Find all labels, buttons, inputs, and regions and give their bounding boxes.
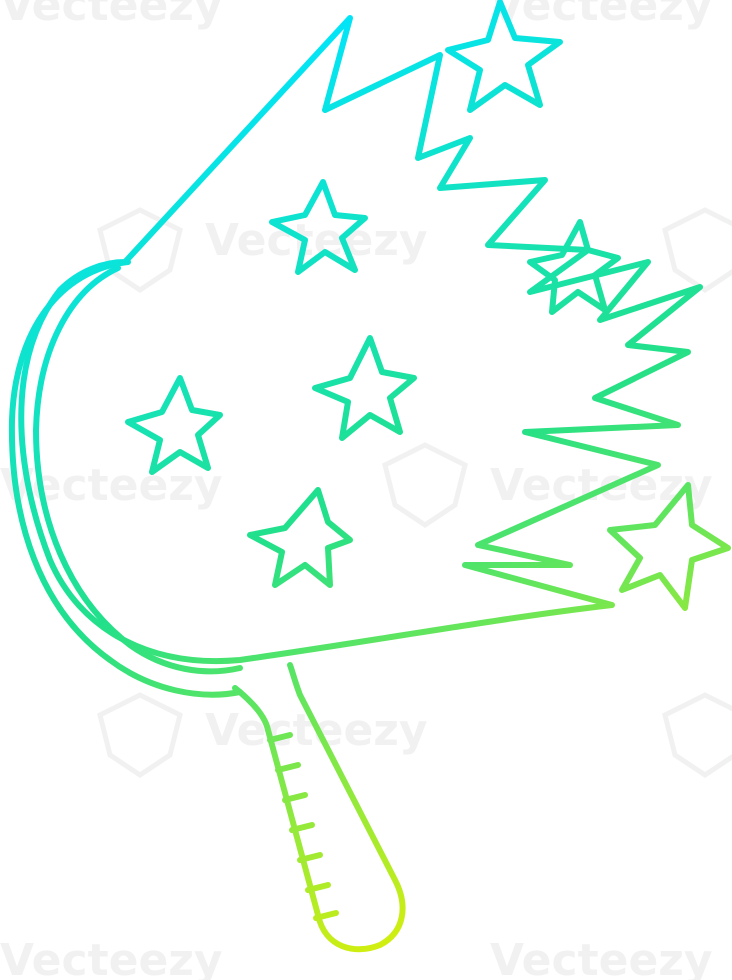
watermark-text: Vecteezy [0,935,223,980]
watermark-text: Vecteezy [0,0,223,31]
star-icon [527,219,621,315]
star-icon [269,179,368,275]
watermark-text: Vecteezy [490,0,713,31]
watermark-row-top: Vecteezy Vecteezy [0,0,713,31]
star-icon [247,487,353,588]
lolly-side-edge-outer [8,259,243,698]
stick-tick-marks [267,732,339,921]
star-icon [607,482,731,611]
star-icon [125,375,223,475]
watermark-text: Vecteezy [490,460,713,511]
lolly-stick [232,662,406,953]
star-icon [445,0,563,113]
watermark-row-1: Vecteezy [97,207,732,294]
watermark-text: Vecteezy [490,935,713,980]
lolly-body-outline [18,15,703,664]
star-icon [312,335,417,441]
watermark-row-bottom: Vecteezy Vecteezy [0,935,713,980]
watermark-row-3: Vecteezy [97,692,732,779]
lolly-side-edge-inner [33,265,243,675]
